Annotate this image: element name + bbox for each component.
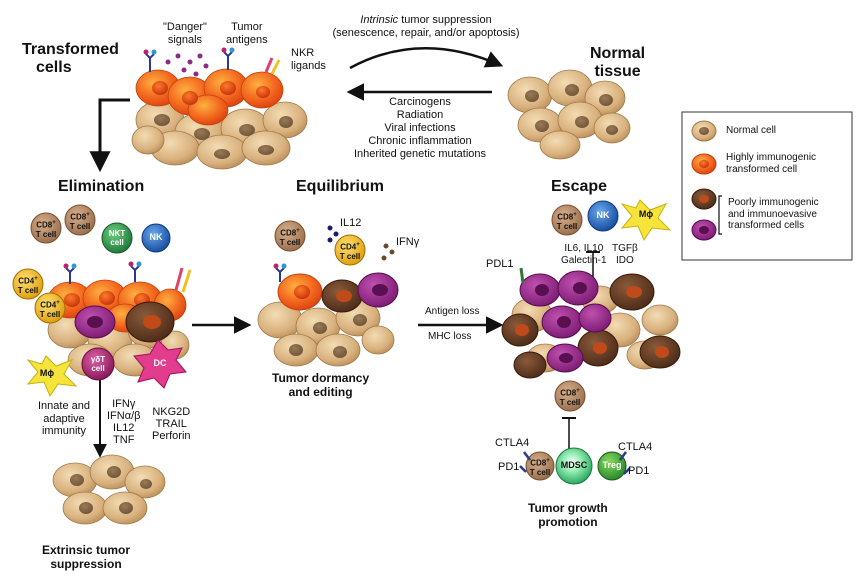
- cytokine-item: TNF: [113, 434, 135, 446]
- causes-list: Carcinogens Radiation Viral infections C…: [340, 96, 500, 161]
- normal-tissue-cluster: [507, 69, 631, 160]
- ifng-label: IFNγ: [396, 236, 420, 248]
- esc-macrophage-label: Mϕ: [638, 209, 654, 219]
- cytokine-item: IFNα/β: [107, 410, 141, 422]
- extrinsic-cluster: [52, 454, 166, 525]
- pd1-right-label: PD1: [628, 465, 650, 477]
- legend-box: [681, 111, 853, 261]
- esc-cd8-pd1-label: CD8+T cell: [529, 458, 551, 477]
- danger-signals-label: "Danger"signals: [163, 21, 207, 46]
- pdl1-label: PDL1: [486, 258, 514, 270]
- elimination-heading: Elimination: [58, 178, 145, 195]
- cytokine-item: IL12: [113, 422, 135, 434]
- effector-item: NKG2D: [152, 406, 191, 418]
- cd8-tcell-label-2: CD8+T cell: [69, 212, 91, 231]
- cytokine-item: IFNγ: [112, 398, 136, 410]
- cause-item: Carcinogens: [389, 96, 451, 108]
- effector-item: Perforin: [152, 430, 191, 442]
- elimination-arrow: [89, 98, 130, 173]
- mhc-loss-label: MHC loss: [428, 331, 472, 342]
- esc-cd8-bottom-label: CD8+T cell: [559, 388, 581, 407]
- esc-nk-label: NK: [596, 210, 610, 220]
- macrophage-label: Mϕ: [39, 368, 55, 378]
- dc-shape: [133, 339, 187, 389]
- intrinsic-arrow: [349, 46, 504, 70]
- mphi-left-shape: [26, 355, 78, 398]
- effector-item: TRAIL: [155, 418, 187, 430]
- cd8-tcell-label-1: CD8+T cell: [35, 220, 57, 239]
- process-arrows: [89, 46, 600, 458]
- treg-label: Treg: [602, 460, 622, 470]
- eq-cd4-label: CD4+T cell: [339, 242, 361, 261]
- cause-item: Inherited genetic mutations: [353, 148, 487, 160]
- cause-item: Chronic inflammation: [368, 135, 472, 147]
- cause-item: Viral infections: [384, 122, 456, 134]
- mdsc-label: MDSC: [560, 460, 588, 470]
- pd1-left-label: PD1: [498, 461, 520, 473]
- cytokines-list: IFNγ IFNα/β IL12 TNF: [107, 398, 140, 446]
- escape-cluster: [501, 199, 681, 485]
- esc-cd8-label: CD8+T cell: [556, 212, 578, 231]
- cd4-tcell-label-1: CD4+T cell: [17, 276, 39, 295]
- ctla4-left-label: CTLA4: [495, 437, 530, 449]
- ctla4-right-label: CTLA4: [618, 441, 653, 453]
- mphi-escape-shape: [620, 199, 672, 242]
- cd4-tcell-label-2: CD4+T cell: [39, 300, 61, 319]
- equilibrium-cluster: [257, 220, 399, 367]
- eq-cd8-label: CD8+T cell: [279, 228, 301, 247]
- nk-cell-label: NK: [149, 232, 163, 242]
- equilibrium-heading: Equilibrium: [296, 178, 384, 195]
- intrinsic-suppression-label: Intrinsic tumor suppression(senescence, …: [332, 14, 520, 39]
- antigen-loss-label: Antigen loss: [425, 306, 480, 317]
- effectors-list: NKG2D TRAIL Perforin: [152, 406, 191, 442]
- il12-label: IL12: [340, 217, 362, 229]
- dc-cell-label: DC: [153, 358, 167, 368]
- transformed-cluster: [131, 47, 308, 170]
- elimination-cluster: [12, 204, 192, 398]
- cause-item: Radiation: [396, 109, 444, 121]
- escape-heading: Escape: [551, 178, 608, 195]
- legend-normal-label: Normal cell: [726, 125, 777, 136]
